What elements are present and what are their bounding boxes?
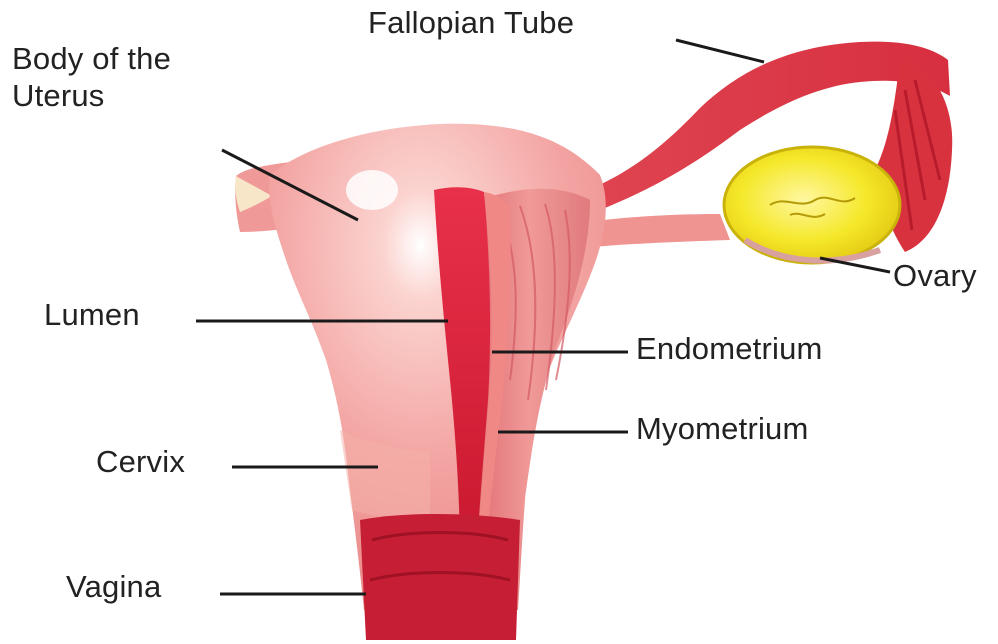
label-body-of-uterus: Body of the Uterus bbox=[12, 40, 202, 114]
label-endometrium: Endometrium bbox=[636, 330, 823, 367]
label-ovary: Ovary bbox=[893, 257, 977, 294]
label-lumen: Lumen bbox=[44, 296, 140, 333]
label-cervix: Cervix bbox=[96, 443, 185, 480]
label-myometrium: Myometrium bbox=[636, 410, 809, 447]
label-fallopian-tube: Fallopian Tube bbox=[368, 4, 574, 41]
label-vagina: Vagina bbox=[66, 568, 161, 605]
leader-line-fallopian-tube bbox=[676, 40, 764, 62]
